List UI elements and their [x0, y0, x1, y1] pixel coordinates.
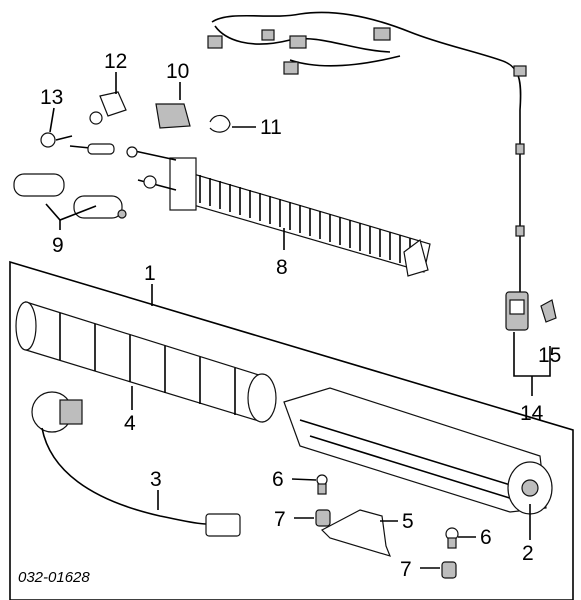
callout-8: 8 — [276, 256, 288, 279]
part-10-clip — [155, 103, 191, 129]
callout-12: 12 — [104, 50, 127, 73]
callouts: 1 2 3 4 5 6 6 7 7 8 9 10 11 12 13 14 15 — [40, 50, 561, 581]
callout-2: 2 — [522, 542, 534, 565]
callout-5: 5 — [402, 510, 414, 533]
motor-3 — [31, 391, 241, 537]
callout-1: 1 — [144, 262, 156, 285]
callout-6a: 6 — [272, 468, 284, 491]
heater-core — [126, 146, 431, 277]
callout-13: 13 — [40, 86, 63, 109]
blower-housing — [283, 387, 553, 515]
callout-7b: 7 — [400, 558, 412, 581]
screw-6a — [316, 474, 328, 495]
callout-11: 11 — [260, 116, 282, 139]
leader-lines — [45, 72, 551, 569]
part-9-cylinders — [13, 173, 127, 219]
screw-6b — [445, 527, 459, 549]
callout-7a: 7 — [274, 508, 286, 531]
assembly-frame — [9, 260, 574, 600]
callout-6b: 6 — [480, 526, 492, 549]
blower-wheel — [15, 301, 277, 423]
part-12-hose — [89, 91, 127, 125]
callout-9: 9 — [52, 234, 64, 257]
callout-10: 10 — [166, 60, 189, 83]
bracket-5 — [320, 509, 392, 557]
grommet-7a — [315, 509, 331, 527]
grommet-7b — [441, 561, 457, 579]
diagram-code: 032-01628 — [18, 569, 90, 586]
harness-connector — [505, 291, 529, 331]
callout-14: 14 — [520, 402, 544, 425]
part-13-fitting — [40, 132, 115, 155]
clip-15 — [540, 299, 557, 323]
wire-harness — [207, 11, 527, 300]
part-11-clamp — [209, 114, 231, 133]
callout-4: 4 — [124, 412, 136, 435]
callout-15: 15 — [538, 344, 561, 367]
callout-3: 3 — [150, 468, 162, 491]
